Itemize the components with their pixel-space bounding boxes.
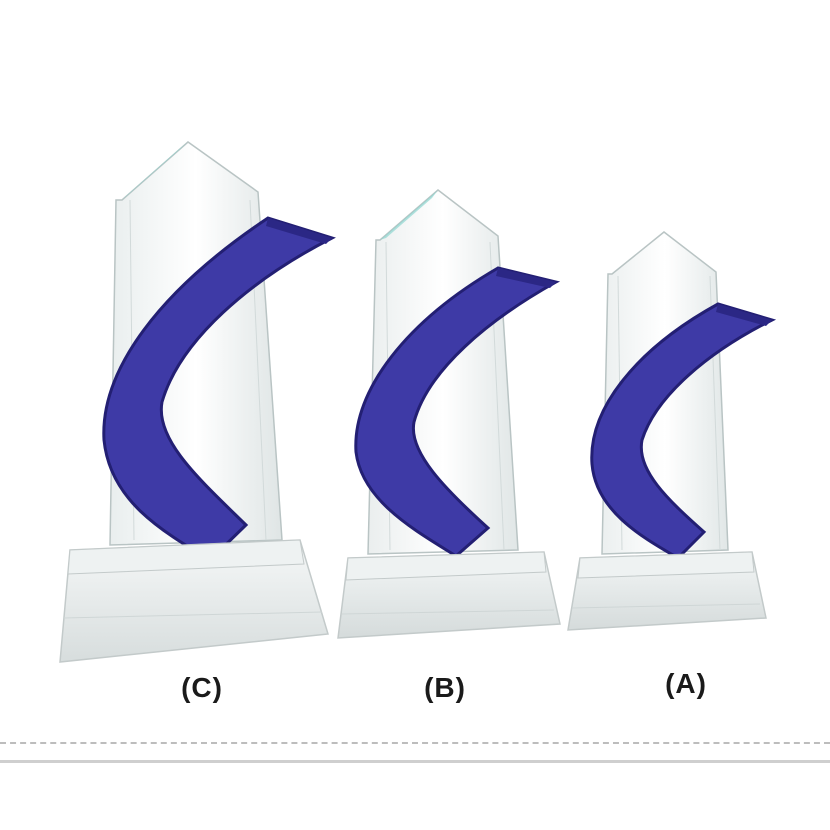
trophy-b (337, 189, 568, 650)
solid-divider (0, 760, 830, 763)
trophy-a-graphic (567, 231, 777, 631)
trophy-a-label: (A) (665, 668, 707, 699)
trophy-b-graphic (337, 189, 561, 639)
trophy-c-label: (C) (181, 672, 223, 703)
trophy-c (59, 140, 340, 670)
trophy-b-label: (B) (424, 672, 466, 703)
trophy-c-graphic (59, 141, 336, 663)
trophy-a (567, 231, 778, 644)
dashed-divider (0, 742, 830, 744)
